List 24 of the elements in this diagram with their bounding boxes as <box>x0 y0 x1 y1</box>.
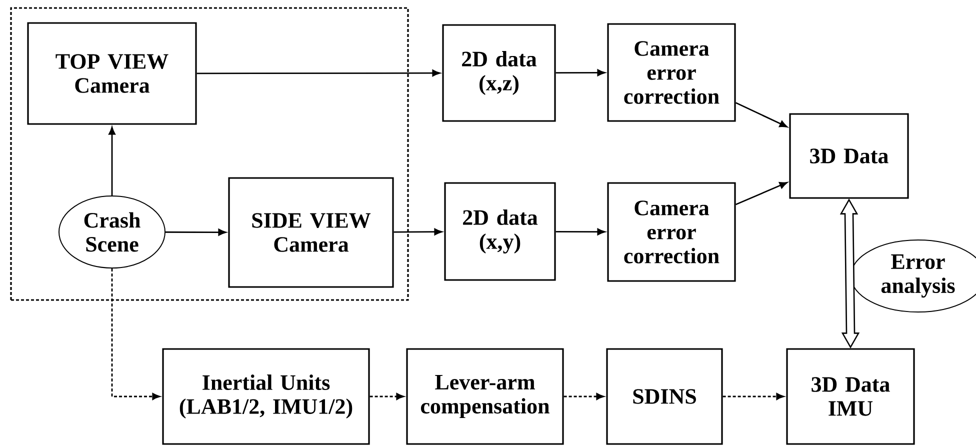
arrow <box>108 126 116 196</box>
arrow <box>556 228 606 236</box>
arrow <box>166 228 226 236</box>
arrow <box>196 70 440 77</box>
process-box: SIDE VIEW Camera <box>228 177 394 288</box>
arrow <box>564 393 604 400</box>
process-box: Lever-arm compensation <box>406 348 564 445</box>
process-box: 3D Data <box>789 113 909 199</box>
process-box: TOP VIEW Camera <box>27 22 197 125</box>
process-box: Camera error correction <box>607 23 736 122</box>
arrow <box>736 102 788 128</box>
arrow <box>556 69 606 76</box>
arrow <box>736 182 788 206</box>
process-box: 2D data (x,z) <box>442 24 556 122</box>
arrow <box>370 393 404 400</box>
arrow <box>111 268 160 400</box>
dashed-group-frame <box>10 7 409 301</box>
process-box: Camera error correction <box>607 182 736 282</box>
arrow <box>394 228 442 236</box>
process-box: 3D Data IMU <box>786 348 915 445</box>
process-box: 2D data (x,y) <box>444 182 556 281</box>
process-box: SDINS <box>606 348 723 445</box>
process-box: Inertial Units (LAB1/2, IMU1/2) <box>162 348 370 445</box>
arrow <box>722 393 784 400</box>
